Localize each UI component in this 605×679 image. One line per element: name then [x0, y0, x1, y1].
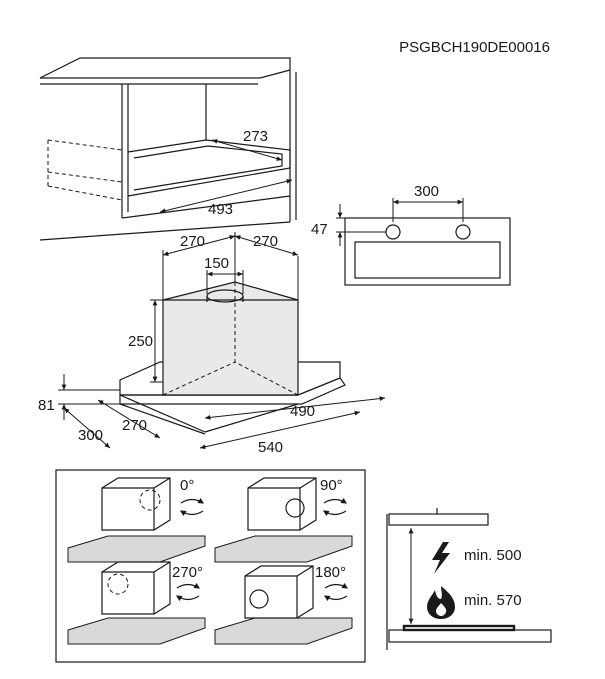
cabinet-drawing: 273 493 — [39, 57, 297, 241]
orientation-panel: 0° 90° 270° — [55, 469, 366, 663]
mounting-plate-drawing: 300 47 — [311, 183, 511, 286]
clearance-electric: min. 500 — [464, 547, 522, 564]
dim-150: 150 — [204, 255, 229, 272]
flame-icon — [427, 586, 455, 619]
angle-90: 90° — [320, 477, 343, 494]
dim-493: 493 — [208, 201, 233, 218]
dim-270-right: 270 — [253, 233, 278, 250]
mount-hole-right — [455, 224, 471, 240]
dim-540: 540 — [258, 439, 283, 456]
document-code: PSGBCH190DE00016 — [399, 39, 550, 56]
dim-270-depth: 270 — [122, 417, 147, 434]
orientation-180: 180° — [214, 564, 353, 645]
lightning-icon — [432, 542, 450, 574]
rotate-icon — [323, 582, 349, 602]
dim-273: 273 — [243, 128, 268, 145]
angle-0: 0° — [180, 477, 194, 494]
dim-300-holes: 300 — [414, 183, 439, 200]
rotate-icon — [179, 497, 205, 517]
clearance-diagram: min. 500 min. 570 — [386, 508, 552, 650]
dim-47: 47 — [311, 221, 328, 238]
angle-180: 180° — [315, 564, 346, 581]
mount-hole-left — [385, 224, 401, 240]
clearance-gas: min. 570 — [464, 592, 522, 609]
hood-drawing: 270 270 150 250 81 300 270 490 540 — [38, 232, 386, 456]
rotate-icon — [175, 582, 201, 602]
orientation-90: 90° — [214, 477, 353, 563]
angle-270: 270° — [172, 564, 203, 581]
dim-250: 250 — [128, 333, 153, 350]
orientation-0: 0° — [67, 477, 206, 563]
rotate-icon — [322, 497, 348, 517]
dim-490: 490 — [290, 403, 315, 420]
orientation-270: 270° — [67, 561, 206, 645]
dim-270-left: 270 — [180, 233, 205, 250]
dim-81: 81 — [38, 397, 55, 414]
dim-300-depth: 300 — [78, 427, 103, 444]
